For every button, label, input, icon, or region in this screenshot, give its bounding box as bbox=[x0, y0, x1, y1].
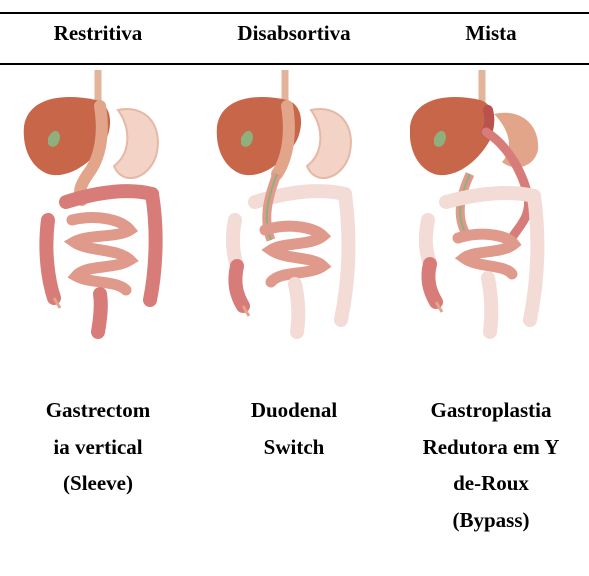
caption-line: (Bypass) bbox=[393, 502, 589, 539]
caption-line: (Sleeve) bbox=[0, 465, 196, 502]
caption-line: de-Roux bbox=[393, 465, 589, 502]
caption-line: Gastrectom bbox=[0, 392, 196, 429]
caption-line: Duodenal bbox=[196, 392, 392, 429]
duodenal-switch-illustration bbox=[215, 70, 375, 340]
table-header-rule bbox=[0, 63, 589, 65]
caption-sleeve: Gastrectom ia vertical (Sleeve) bbox=[0, 392, 196, 502]
caption-bypass: Gastroplastia Redutora em Y de-Roux (Byp… bbox=[393, 392, 589, 538]
gastric-bypass-illustration bbox=[410, 70, 570, 340]
header-mista: Mista bbox=[393, 20, 589, 46]
header-disabsortiva: Disabsortiva bbox=[196, 20, 392, 46]
sleeve-gastrectomy-illustration bbox=[18, 70, 178, 340]
caption-line: Gastroplastia bbox=[393, 392, 589, 429]
caption-line: Redutora em Y bbox=[393, 429, 589, 466]
caption-duodenal-switch: Duodenal Switch bbox=[196, 392, 392, 465]
caption-line: ia vertical bbox=[0, 429, 196, 466]
header-restritiva: Restritiva bbox=[0, 20, 196, 46]
caption-line: Switch bbox=[196, 429, 392, 466]
table-top-rule bbox=[0, 12, 589, 14]
